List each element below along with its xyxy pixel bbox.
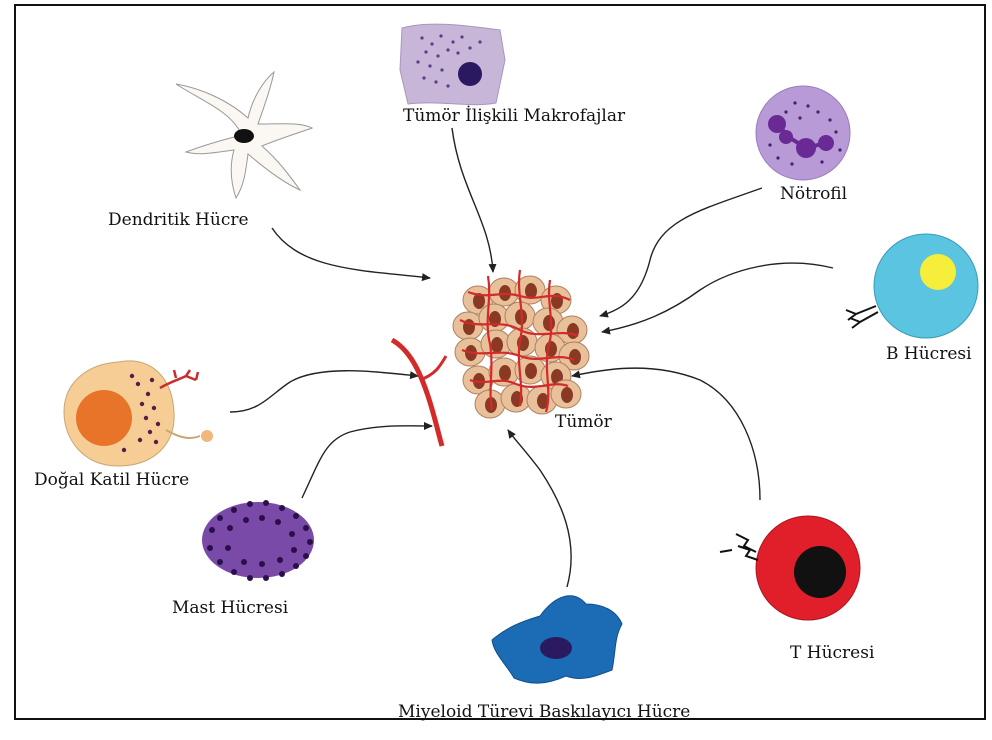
- tumor-cell-nucleus: [543, 315, 555, 331]
- label-nk-cell: Doğal Katil Hücre: [34, 472, 189, 489]
- label-macrophage: Tümör İlişkili Makrofajlar: [403, 108, 625, 125]
- neutrophil-icon: [756, 86, 850, 180]
- arrow-macrophage: [452, 128, 493, 272]
- label-neutrophil: Nötrofil: [780, 186, 847, 203]
- arrow-dendritic: [272, 228, 430, 278]
- arrow-t-cell: [572, 368, 760, 500]
- tumor-cell-nucleus: [569, 349, 581, 365]
- tumor-cell-nucleus: [491, 337, 503, 353]
- tumor-cell-nucleus: [499, 285, 511, 301]
- arrow-nk: [230, 371, 418, 412]
- mdsc-icon: [492, 596, 622, 683]
- label-t-cell: T Hücresi: [790, 645, 874, 662]
- label-mast: Mast Hücresi: [172, 600, 288, 617]
- macrophage-icon: [400, 24, 505, 105]
- nk-cell-icon: [64, 361, 213, 466]
- arrow-neutrophil: [600, 188, 762, 316]
- mast-cell-icon: [202, 500, 314, 581]
- label-tumor: Tümör: [555, 414, 612, 431]
- arrow-mdsc: [508, 430, 571, 587]
- tumor-cell-nucleus: [525, 363, 537, 379]
- tumor-cell-nucleus: [499, 365, 511, 381]
- tumor-cell-nucleus: [561, 387, 573, 403]
- label-b-cell: B Hücresi: [886, 346, 972, 363]
- t-cell-icon: [720, 516, 860, 620]
- label-mdsc: Miyeloid Türevi Baskılayıcı Hücre: [398, 704, 690, 721]
- b-cell-icon: [846, 234, 978, 338]
- arrow-b-cell: [602, 263, 833, 332]
- label-dendritic: Dendritik Hücre: [108, 212, 249, 229]
- dendritic-cell-icon: [176, 72, 312, 198]
- arrow-mast: [302, 426, 432, 498]
